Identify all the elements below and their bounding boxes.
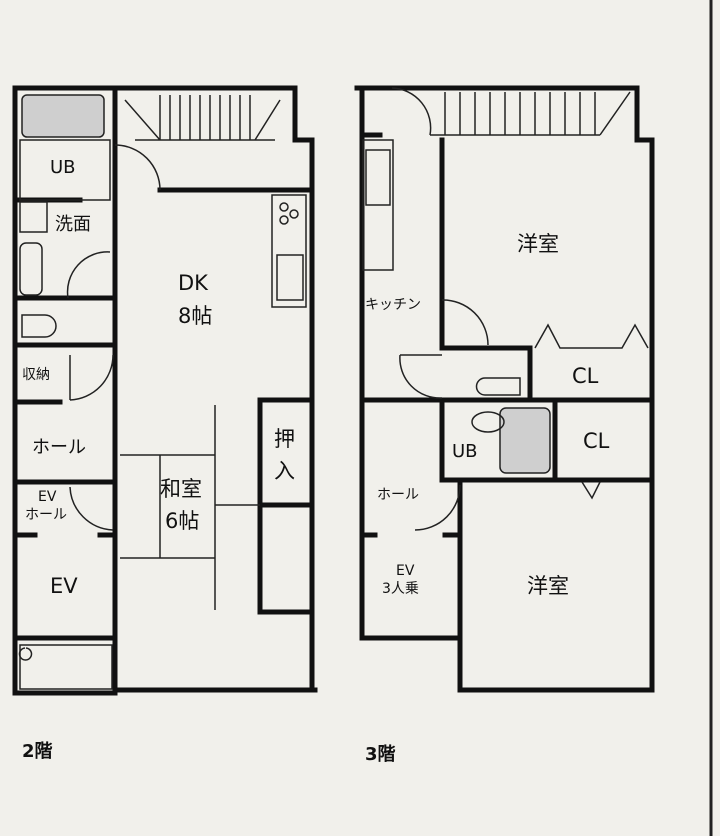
stove-icon <box>279 202 289 212</box>
kitchen-sink-icon <box>276 254 304 301</box>
stairs-icon <box>430 91 631 136</box>
washbasin-icon <box>471 411 505 433</box>
stairs-icon <box>124 95 281 141</box>
sink-icon <box>19 242 43 296</box>
floor3-plan <box>354 85 655 693</box>
bathtub-icon <box>21 94 105 138</box>
room-label-ev-hall-1: EV <box>38 489 57 505</box>
room-label-washitsu: 和室 <box>160 477 202 501</box>
room-label-kitchen: キッチン <box>365 297 421 313</box>
washer-icon <box>19 201 48 233</box>
room-label-washroom: 洗面 <box>55 214 91 235</box>
floor2-plan <box>12 85 318 696</box>
room-label-western-room-1: 洋室 <box>517 232 559 256</box>
room-label-cl-1: CL <box>572 364 599 388</box>
room-label-hall: ホール <box>377 487 419 503</box>
room-label-ev-2: 3人乗 <box>382 581 419 597</box>
kitchen-counter <box>362 139 394 271</box>
floor2-caption: 2階 <box>22 741 53 762</box>
room-label-hall: ホール <box>32 437 86 458</box>
room-label-washitsu-size: 6帖 <box>165 509 200 533</box>
room-label-ub: UB <box>50 157 76 178</box>
room-label-dk: DK <box>178 271 208 295</box>
toilet-icon <box>475 377 521 396</box>
room-label-ub: UB <box>452 441 478 462</box>
room-label-dk-size: 8帖 <box>178 304 213 328</box>
room-label-storage: 収納 <box>22 367 50 383</box>
bathtub-icon <box>499 407 551 474</box>
floor3-caption: 3階 <box>365 744 396 765</box>
room-label-ev: EV <box>50 574 78 598</box>
room-label-oshiire-1: 押 <box>274 427 295 451</box>
room-label-ev-hall-2: ホール <box>25 507 67 523</box>
kitchen-sink-icon <box>365 149 391 206</box>
room-label-ev-1: EV <box>396 563 415 579</box>
room-label-oshiire-2: 入 <box>274 459 295 483</box>
room-label-cl-2: CL <box>583 429 610 453</box>
toilet-icon <box>21 314 57 338</box>
kitchen-counter <box>271 194 307 308</box>
room-label-western-room-2: 洋室 <box>527 574 569 598</box>
